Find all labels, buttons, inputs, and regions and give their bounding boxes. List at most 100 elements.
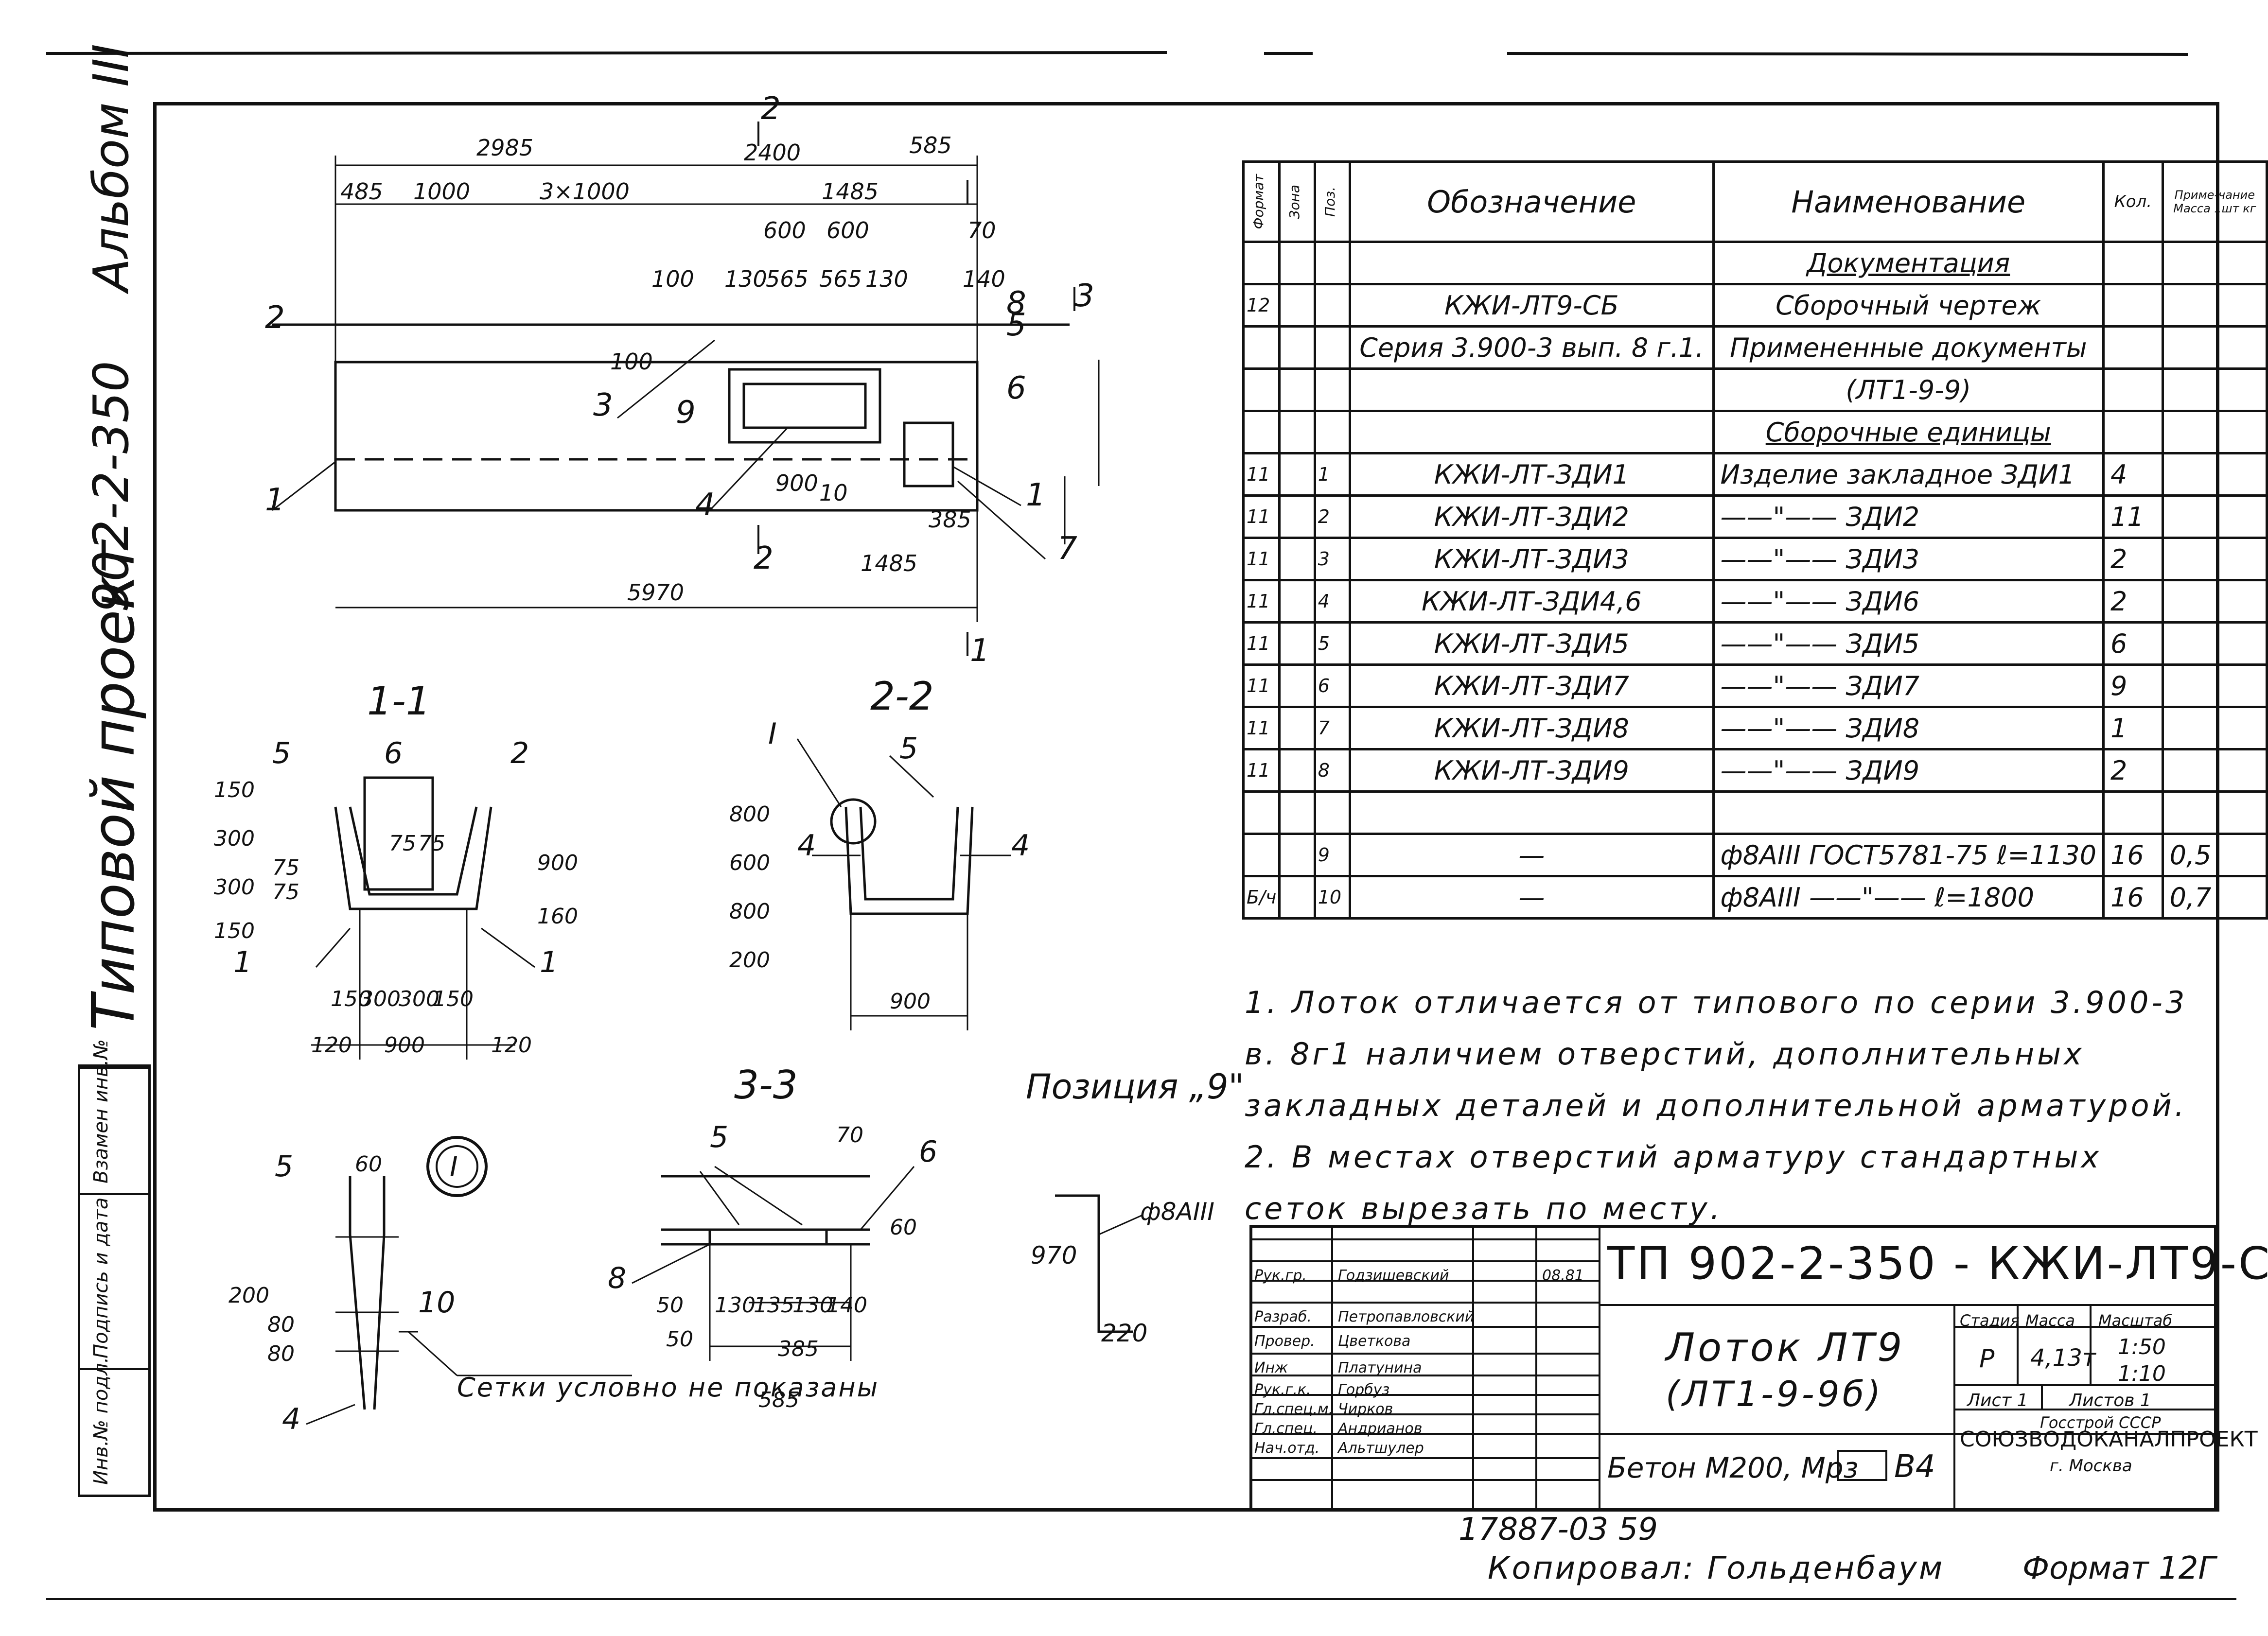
stamp-stage-label: Стадия xyxy=(1960,1311,2020,1330)
callout-1b: 1 xyxy=(1026,477,1046,513)
stamp-person-cell: Нач.отд. xyxy=(1254,1440,1320,1457)
stamp-org-1: Госстрой СССР xyxy=(2040,1413,2161,1432)
pos9-bar-label: ф8АIII xyxy=(1140,1198,1214,1226)
spec-cell: — xyxy=(1349,875,1715,920)
sheet-format: Формат 12Г xyxy=(2022,1550,2216,1586)
s33-dim-130b: 130 xyxy=(792,1293,833,1318)
s11-callout-2: 2 xyxy=(510,736,529,770)
detI-dim-80b: 80 xyxy=(267,1341,295,1366)
stamp-person-cell: Альтшулер xyxy=(1338,1440,1424,1457)
spec-cell xyxy=(2161,494,2268,539)
stamp-sheets: Листов 1 xyxy=(2069,1391,2151,1410)
section-2-2-labels: 2-2 I 5 4 4 800 600 800 200 900 xyxy=(729,674,1030,1014)
dim-900: 900 xyxy=(775,470,818,496)
spec-header: Формат Зона Поз. Обозначение Наименовани… xyxy=(1242,160,2268,243)
section-1-1-labels: 1-1 5 6 2 1 1 900 160 150 300 300 150 12… xyxy=(214,679,578,1058)
s11-callout-1a: 1 xyxy=(233,945,252,979)
section-2-2-title: 2-2 xyxy=(870,674,934,719)
dim-600b: 600 xyxy=(826,217,869,244)
detI-dim-80a: 80 xyxy=(267,1312,295,1337)
stamp-scale-2: 1:10 xyxy=(2118,1361,2166,1386)
position-9-bar xyxy=(1055,1194,1143,1333)
s33-dim-50a: 50 xyxy=(656,1293,684,1318)
detI-callout-4: 4 xyxy=(282,1402,300,1436)
spec-cell: 11 xyxy=(1242,621,1281,666)
spec-cell xyxy=(2102,410,2164,454)
s33-dim-585: 585 xyxy=(758,1388,799,1412)
s11-dim-300b: 300 xyxy=(399,987,440,1011)
stamp-person-cell: Чирков xyxy=(1338,1401,1393,1418)
spec-cell xyxy=(2102,367,2164,412)
detI-dim-60: 60 xyxy=(355,1152,382,1177)
detail-note: Сетки условно не показаны xyxy=(457,1372,879,1403)
detI-callout-10: 10 xyxy=(418,1286,455,1320)
spec-cell: 11 xyxy=(1242,452,1281,497)
stamp-person-cell: Инж xyxy=(1254,1359,1288,1376)
spec-cell xyxy=(1278,663,1316,708)
spec-cell xyxy=(2161,621,2268,666)
spec-cell xyxy=(1278,325,1316,370)
stamp-subtitle: (ЛТ1-9-9б) xyxy=(1666,1374,1884,1414)
spec-cell: 2 xyxy=(2102,748,2164,793)
dim-1485-b: 1485 xyxy=(861,550,917,576)
dim-565a: 565 xyxy=(766,266,809,292)
spec-row: Сборочные единицы xyxy=(1242,410,2268,454)
spec-cell: 2 xyxy=(2102,579,2164,624)
s33-dim-135: 135 xyxy=(754,1293,794,1318)
spec-cell xyxy=(1242,367,1281,412)
spec-cell: КЖИ-ЛТ-ЗДИ3 xyxy=(1349,537,1715,581)
dim-565b: 565 xyxy=(819,266,862,292)
spec-cell: 11 xyxy=(1242,706,1281,750)
spec-h-zone: Зона xyxy=(1278,160,1316,243)
s22-dim-900: 900 xyxy=(890,989,931,1014)
spec-cell xyxy=(2102,325,2164,370)
stamp-title: Лоток ЛТ9 xyxy=(1666,1325,1905,1370)
spec-cell: ф8АIII ——"—— ℓ=1800 xyxy=(1712,875,2105,920)
spec-cell: 0,7 xyxy=(2161,875,2268,920)
stamp-stage: Р xyxy=(1979,1344,1995,1374)
detail-I-labels: I 5 10 4 60 200 80 80 xyxy=(229,1149,458,1436)
plan-view xyxy=(272,122,1100,656)
spec-cell: Документация xyxy=(1712,241,2105,285)
s11-dim-120b: 120 xyxy=(491,1033,532,1058)
spec-cell xyxy=(1278,367,1316,412)
s11-dim-75d: 75 xyxy=(272,880,299,905)
spec-cell xyxy=(1349,367,1715,412)
spec-cell xyxy=(2161,663,2268,708)
spec-cell: 11 xyxy=(1242,579,1281,624)
spec-cell xyxy=(1278,410,1316,454)
spec-cell xyxy=(1278,283,1316,328)
spec-cell: 11 xyxy=(1242,663,1281,708)
stamp-person-cell: Цветкова xyxy=(1338,1333,1411,1350)
stamp-person-cell: Андрианов xyxy=(1338,1420,1423,1437)
general-notes: 1. Лоток отличается от типового по серии… xyxy=(1245,977,2212,1235)
spec-cell xyxy=(2102,241,2164,285)
spec-cell xyxy=(1313,410,1352,454)
stamp-person-cell: Рук.гр. xyxy=(1254,1267,1307,1284)
detI-callout-5: 5 xyxy=(275,1149,293,1183)
spec-cell: КЖИ-ЛТ-ЗДИ5 xyxy=(1349,621,1715,666)
stamp-person-cell: Гл.спец. xyxy=(1254,1420,1318,1437)
spec-cell: КЖИ-ЛТ-ЗДИ7 xyxy=(1349,663,1715,708)
spec-cell xyxy=(2102,790,2164,835)
s11-dim-300c: 300 xyxy=(214,826,255,851)
spec-cell xyxy=(2161,241,2268,285)
side-stamp: Инв.№ подл. Подпись и дата Взамен инв.№ xyxy=(78,1039,151,1497)
dim-3x1000: 3×1000 xyxy=(540,178,630,205)
s11-dim-75a: 75 xyxy=(389,831,416,856)
s11-callout-6: 6 xyxy=(384,736,403,770)
spec-h-pos: Поз. xyxy=(1313,160,1352,243)
spec-cell: 8 xyxy=(1313,748,1352,793)
dim-140: 140 xyxy=(963,266,1005,292)
plan-callouts: 2 3 9 4 1 5 6 8 7 1 2 2 3 1 xyxy=(265,91,1094,669)
s22-callout-4a: 4 xyxy=(797,829,816,863)
spec-cell: Изделие закладное ЗДИ1 xyxy=(1712,452,2105,497)
dim-485: 485 xyxy=(340,178,383,205)
dim-130b: 130 xyxy=(865,266,908,292)
position-9-labels: Позиция „9" 970 220 ф8АIII xyxy=(1026,1067,1244,1347)
spec-cell: КЖИ-ЛТ-ЗДИ9 xyxy=(1349,748,1715,793)
